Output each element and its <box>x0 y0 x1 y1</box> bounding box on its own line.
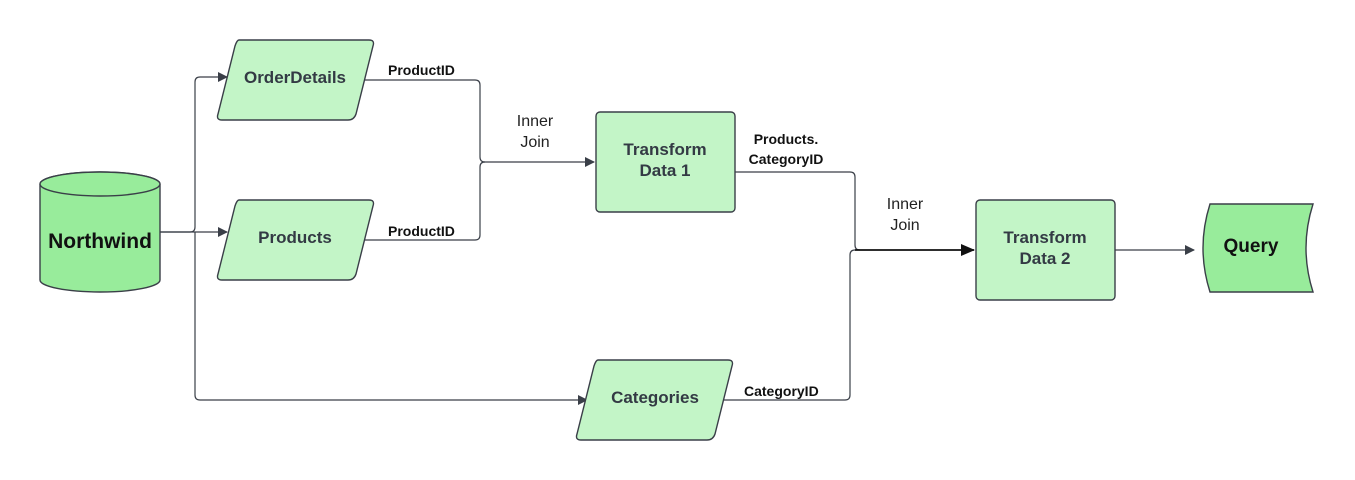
transform1-categoryid-label: CategoryID <box>749 151 824 167</box>
categories-categoryid-label: CategoryID <box>744 383 819 399</box>
edge-northwind-categories <box>194 232 588 405</box>
orderdetails-label: OrderDetails <box>244 68 346 87</box>
edge-orderdetails-transform1 <box>362 79 486 163</box>
transform-data-1-label-line2: Data 1 <box>639 161 690 180</box>
query-node[interactable]: Query <box>1202 203 1314 293</box>
inner-join-2-line2: Join <box>890 217 919 234</box>
orderdetails-productid-label: ProductID <box>388 62 455 78</box>
transform-data-1-node[interactable]: Transform Data 1 <box>595 111 736 213</box>
query-label: Query <box>1224 236 1279 257</box>
categories-label: Categories <box>611 388 699 407</box>
transform-data-2-node[interactable]: Transform Data 2 <box>975 199 1116 301</box>
connectors <box>160 72 1195 405</box>
edge-transform1-transform2 <box>735 171 861 251</box>
inner-join-2-line1: Inner <box>887 196 924 213</box>
transform1-products-label: Products. <box>754 131 819 147</box>
transform-data-2-label-line1: Transform <box>1003 228 1086 247</box>
categories-node[interactable]: Categories <box>575 359 734 441</box>
inner-join-1-line2: Join <box>520 134 549 151</box>
edge-northwind-orderdetails <box>160 72 228 233</box>
products-node[interactable]: Products <box>216 199 375 281</box>
northwind-database[interactable]: Northwind <box>39 171 161 293</box>
orderdetails-node[interactable]: OrderDetails <box>216 39 375 121</box>
products-productid-label: ProductID <box>388 223 455 239</box>
transform-data-2-label-line2: Data 2 <box>1019 249 1070 268</box>
inner-join-1-line1: Inner <box>517 113 554 130</box>
edge-categories-transform2 <box>722 249 856 401</box>
northwind-label: Northwind <box>48 230 152 253</box>
transform-data-1-label-line1: Transform <box>623 140 706 159</box>
products-label: Products <box>258 228 332 247</box>
edge-products-transform1 <box>362 161 486 241</box>
